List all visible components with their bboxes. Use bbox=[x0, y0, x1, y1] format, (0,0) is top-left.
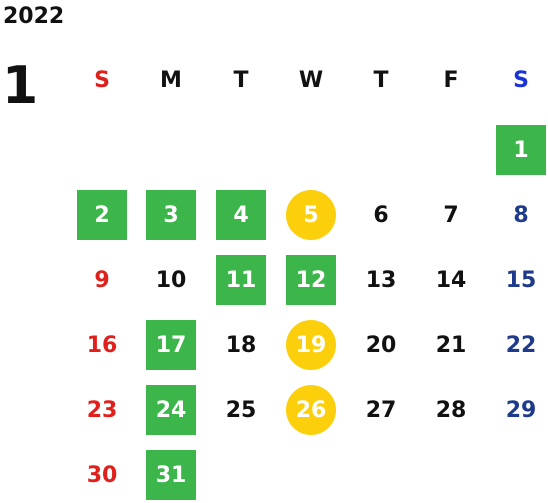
day-cell[interactable]: 9 bbox=[77, 255, 127, 305]
day-number: 4 bbox=[233, 202, 249, 228]
day-cell[interactable]: 19 bbox=[286, 320, 336, 370]
day-cell[interactable]: 14 bbox=[426, 255, 476, 305]
day-number: 30 bbox=[86, 462, 118, 488]
day-cell[interactable]: 31 bbox=[146, 450, 196, 500]
day-cell[interactable]: 13 bbox=[356, 255, 406, 305]
weekday-header: T bbox=[373, 68, 389, 93]
weekday-header: F bbox=[443, 68, 459, 93]
month-label: 1 bbox=[2, 56, 39, 116]
day-number: 5 bbox=[303, 202, 319, 228]
day-number: 21 bbox=[435, 332, 467, 358]
day-cell[interactable]: 15 bbox=[496, 255, 546, 305]
weekday-header: M bbox=[160, 68, 182, 93]
day-number: 9 bbox=[94, 267, 110, 293]
day-number: 1 bbox=[513, 137, 529, 163]
day-number: 19 bbox=[295, 332, 327, 358]
weekday-header: W bbox=[298, 68, 324, 93]
day-number: 13 bbox=[365, 267, 397, 293]
day-cell[interactable]: 24 bbox=[146, 385, 196, 435]
day-number: 18 bbox=[225, 332, 257, 358]
day-number: 8 bbox=[513, 202, 529, 228]
day-number: 6 bbox=[373, 202, 389, 228]
day-cell[interactable]: 21 bbox=[426, 320, 476, 370]
day-number: 7 bbox=[443, 202, 459, 228]
day-cell[interactable]: 1 bbox=[496, 125, 546, 175]
weekday-header: S bbox=[94, 68, 110, 93]
day-number: 27 bbox=[365, 397, 397, 423]
day-cell[interactable]: 30 bbox=[77, 450, 127, 500]
day-cell[interactable]: 22 bbox=[496, 320, 546, 370]
day-number: 28 bbox=[435, 397, 467, 423]
weekday-header: S bbox=[513, 68, 529, 93]
day-cell[interactable]: 5 bbox=[286, 190, 336, 240]
day-number: 12 bbox=[295, 267, 327, 293]
day-number: 26 bbox=[295, 397, 327, 423]
day-number: 14 bbox=[435, 267, 467, 293]
day-number: 15 bbox=[505, 267, 537, 293]
day-cell[interactable]: 6 bbox=[356, 190, 406, 240]
day-cell[interactable]: 29 bbox=[496, 385, 546, 435]
day-cell[interactable]: 28 bbox=[426, 385, 476, 435]
day-number: 11 bbox=[225, 267, 257, 293]
day-number: 24 bbox=[155, 397, 187, 423]
day-number: 20 bbox=[365, 332, 397, 358]
weekday-header: T bbox=[233, 68, 249, 93]
day-cell[interactable]: 27 bbox=[356, 385, 406, 435]
day-number: 16 bbox=[86, 332, 118, 358]
day-number: 2 bbox=[94, 202, 110, 228]
day-cell[interactable]: 8 bbox=[496, 190, 546, 240]
year-label: 2022 bbox=[3, 4, 65, 29]
day-number: 22 bbox=[505, 332, 537, 358]
day-cell[interactable]: 17 bbox=[146, 320, 196, 370]
day-cell[interactable]: 2 bbox=[77, 190, 127, 240]
day-number: 31 bbox=[155, 462, 187, 488]
day-cell[interactable]: 7 bbox=[426, 190, 476, 240]
day-number: 10 bbox=[155, 267, 187, 293]
day-cell[interactable]: 10 bbox=[146, 255, 196, 305]
day-cell[interactable]: 23 bbox=[77, 385, 127, 435]
day-number: 17 bbox=[155, 332, 187, 358]
day-cell[interactable]: 3 bbox=[146, 190, 196, 240]
day-cell[interactable]: 4 bbox=[216, 190, 266, 240]
day-number: 23 bbox=[86, 397, 118, 423]
day-cell[interactable]: 11 bbox=[216, 255, 266, 305]
day-cell[interactable]: 20 bbox=[356, 320, 406, 370]
day-cell[interactable]: 25 bbox=[216, 385, 266, 435]
day-cell[interactable]: 18 bbox=[216, 320, 266, 370]
day-number: 25 bbox=[225, 397, 257, 423]
day-cell[interactable]: 12 bbox=[286, 255, 336, 305]
day-number: 29 bbox=[505, 397, 537, 423]
day-cell[interactable]: 16 bbox=[77, 320, 127, 370]
day-number: 3 bbox=[163, 202, 179, 228]
day-cell[interactable]: 26 bbox=[286, 385, 336, 435]
